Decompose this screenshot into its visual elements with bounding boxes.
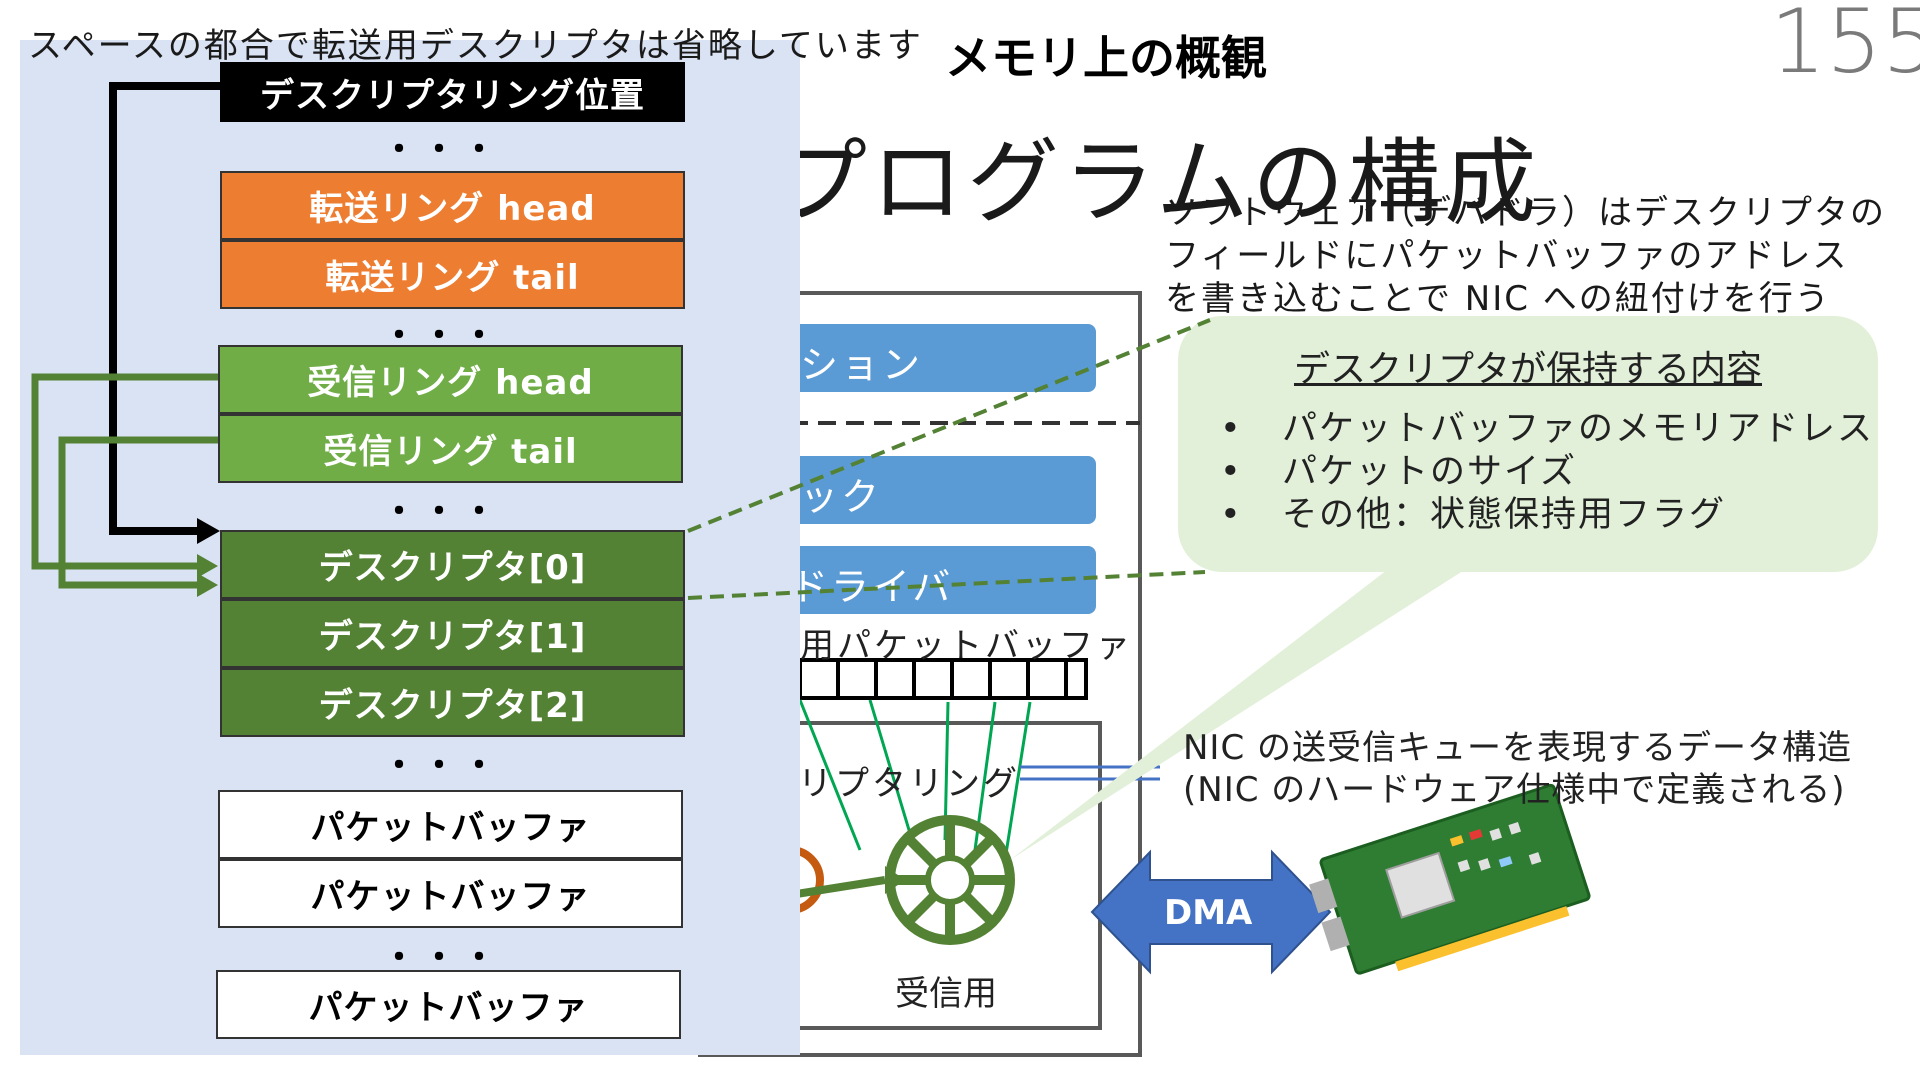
buffer-area-label: 用パケットバッファ (800, 626, 1133, 666)
packet-buffer-cells (798, 658, 1088, 700)
dma-arrow (1090, 849, 1332, 975)
slide-title: メモリ上の概観 (945, 31, 1267, 85)
ellipsis: ・・・ (382, 130, 502, 170)
ellipsis: ・・・ (382, 492, 502, 532)
space-note: スペースの都合で転送用デスクリプタは省略しています (28, 26, 923, 66)
descriptor-0-block: デスクリプタ[0] (220, 530, 685, 599)
list-item: • パケットバッファのメモリアドレス (1220, 409, 1875, 449)
ellipsis: ・・・ (382, 746, 502, 786)
page-number: 155 (1770, 0, 1920, 93)
big-title: プログラムの構成 (775, 129, 1541, 236)
descriptor-callout (1178, 316, 1878, 572)
packet-buffer-block: パケットバッファ (218, 790, 683, 859)
description-line: ソフトウェア（デバドラ）はデスクリプタの (1165, 193, 1887, 233)
packet-buffer-block: パケットバッファ (218, 859, 683, 928)
callout-pointer (1010, 560, 1480, 860)
rx-tail-block: 受信リング tail (218, 414, 683, 483)
descriptor-2-block: デスクリプタ[2] (220, 668, 685, 737)
application-label: ション (800, 343, 924, 387)
nic-caption-line: NIC の送受信キューを表現するデータ構造 (1183, 728, 1853, 768)
tx-head-block: 転送リング head (220, 171, 685, 240)
callout-title: デスクリプタが保持する内容 (1293, 349, 1762, 390)
rx-ring-label: 受信用 (895, 974, 997, 1014)
list-item: • パケットのサイズ (1220, 452, 1577, 492)
description-line: を書き込むことで NIC への紐付けを行う (1165, 279, 1831, 319)
packet-buffer-block: パケットバッファ (216, 970, 681, 1039)
list-item: • その他：状態保持用フラグ (1220, 495, 1727, 535)
callout-list: • パケットバッファのメモリアドレス • パケットのサイズ • その他：状態保持… (1220, 408, 1874, 537)
dma-label: DMA (1164, 893, 1253, 933)
ring-label: リプタリング (798, 764, 1020, 804)
rx-arrow (789, 876, 886, 899)
descriptor-1-block: デスクリプタ[1] (220, 599, 685, 668)
description-line: フィールドにパケットバッファのアドレス (1165, 236, 1849, 276)
ring-position-block: デスクリプタリング位置 (220, 62, 685, 122)
description: ソフトウェア（デバドラ）はデスクリプタの フィールドにパケットバッファのアドレス… (1165, 192, 1886, 321)
nic-caption-line: (NIC のハードウェア仕様中で定義される) (1183, 770, 1846, 810)
rx-head-block: 受信リング head (218, 345, 683, 414)
tx-tail-block: 転送リング tail (220, 240, 685, 309)
nic-caption: NIC の送受信キューを表現するデータ構造 (NIC のハードウェア仕様中で定義… (1183, 727, 1852, 811)
nic-card-image (1309, 783, 1591, 975)
application-bar (790, 324, 1096, 392)
